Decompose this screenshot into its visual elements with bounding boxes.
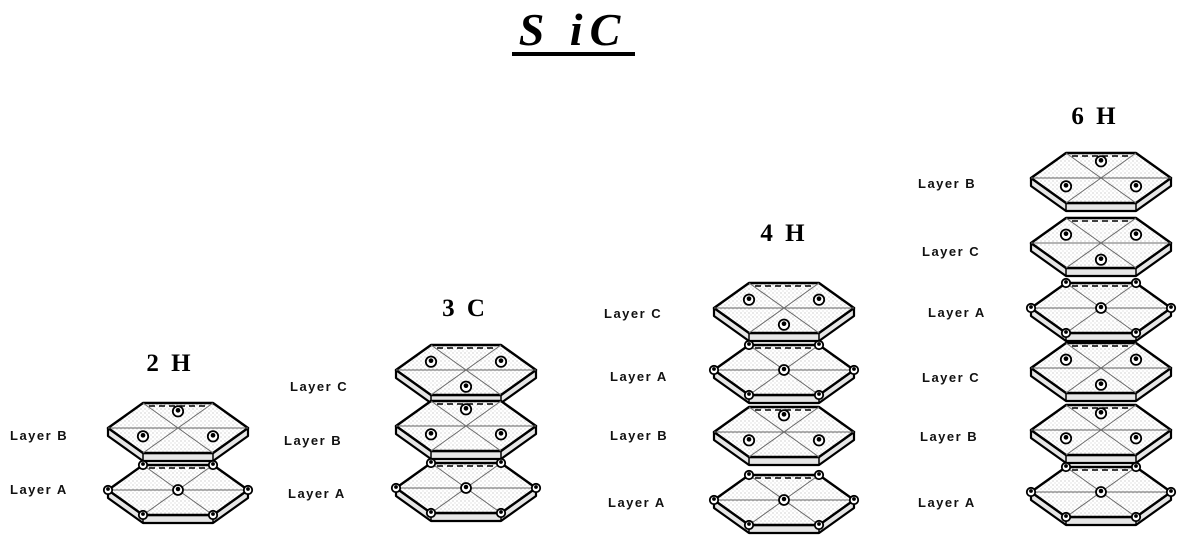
- hex-layer-a: [1025, 277, 1177, 343]
- page-title: S iC: [519, 4, 628, 55]
- hex-layer-b: [394, 399, 538, 461]
- hex-layer-a: [708, 469, 860, 535]
- layer-label: Layer C: [604, 306, 662, 321]
- hex-layer-b: [712, 405, 856, 467]
- layer-label: Layer B: [284, 433, 342, 448]
- layer-label: Layer B: [10, 428, 68, 443]
- hex-layer-b: [106, 401, 250, 463]
- layer-label: Layer B: [920, 429, 978, 444]
- layer-label: Layer B: [610, 428, 668, 443]
- hex-layer-a: [102, 459, 254, 525]
- layer-label: Layer C: [290, 379, 348, 394]
- polytype-2h: 2 H Layer B Layer A: [10, 350, 254, 525]
- layer-label: Layer C: [922, 370, 980, 385]
- polytype-3c: 3 C Layer C Layer B Layer A: [284, 295, 542, 523]
- polytype-heading-3c: 3 C: [442, 295, 488, 322]
- hex-layer-b: [1029, 403, 1173, 465]
- stack-2h: [102, 401, 254, 525]
- title-underline: [512, 52, 635, 56]
- layer-label: Layer C: [922, 244, 980, 259]
- layer-label: Layer A: [610, 369, 668, 384]
- polytype-heading-4h: 4 H: [760, 220, 807, 247]
- hex-layer-c: [1029, 216, 1173, 278]
- hex-layer-c: [712, 281, 856, 343]
- hex-layer-c: [1029, 341, 1173, 403]
- layer-label: Layer B: [918, 176, 976, 191]
- stack-3c: [390, 343, 542, 523]
- layer-label: Layer A: [608, 495, 666, 510]
- polytype-heading-2h: 2 H: [146, 350, 193, 377]
- hex-layer-c: [394, 343, 538, 405]
- layer-label: Layer A: [10, 482, 68, 497]
- layer-label: Layer A: [928, 305, 986, 320]
- polytype-4h: 4 H Layer C Layer A Layer B Layer A: [604, 220, 860, 535]
- stack-4h: [708, 281, 860, 535]
- hex-layer-a: [390, 457, 542, 523]
- stack-6h: [1025, 151, 1177, 527]
- hex-layer-a: [708, 339, 860, 405]
- layer-label: Layer A: [288, 486, 346, 501]
- polytype-6h: 6 H Layer B Layer C Layer A Layer C Laye…: [918, 103, 1177, 527]
- title-group: S iC: [512, 4, 635, 56]
- hex-layer-a: [1025, 461, 1177, 527]
- polytype-heading-6h: 6 H: [1071, 103, 1118, 130]
- hex-layer-b: [1029, 151, 1173, 213]
- layer-label: Layer A: [918, 495, 976, 510]
